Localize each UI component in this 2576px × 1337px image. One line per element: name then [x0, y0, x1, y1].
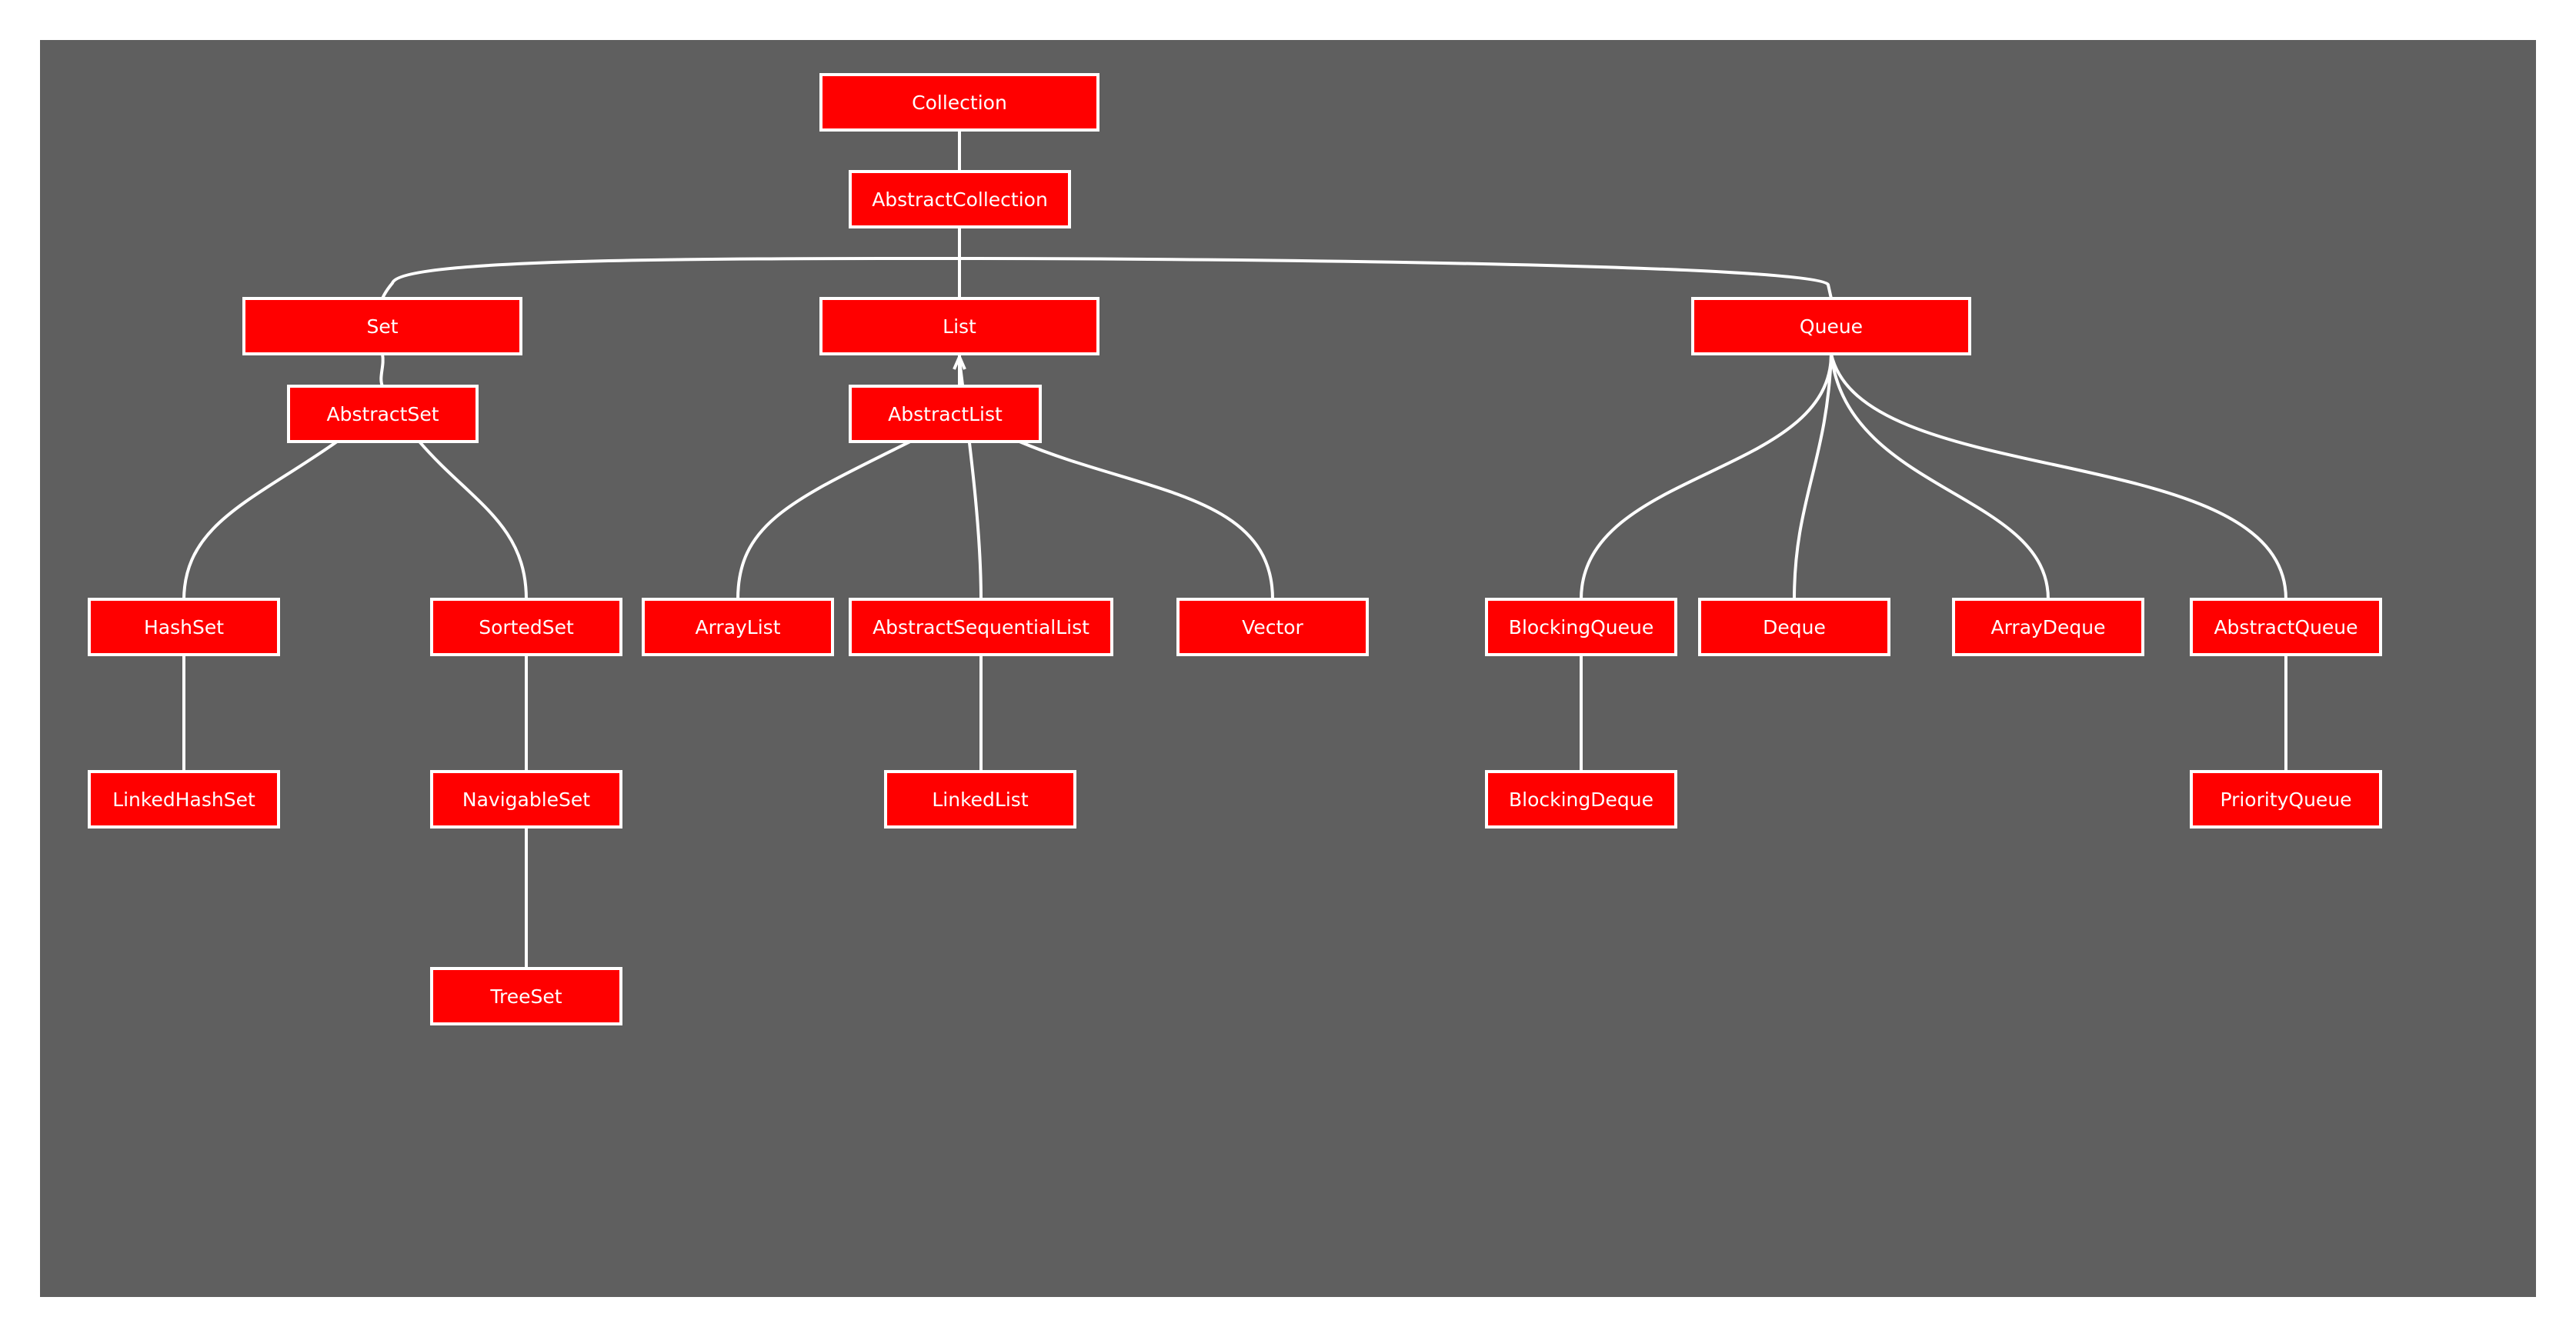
- edge-abstract-collection-to-set: [381, 227, 961, 299]
- node-label-linked-hash-set: LinkedHashSet: [112, 789, 255, 811]
- node-box-abstract-list: [849, 385, 1042, 443]
- node-label-array-list: ArrayList: [695, 616, 780, 638]
- node-label-linked-list: LinkedList: [932, 789, 1028, 811]
- node-vector: Vector: [1176, 598, 1369, 656]
- edge-abstract-set-to-hash-set: [182, 440, 339, 600]
- node-label-tree-set: TreeSet: [489, 985, 562, 1008]
- node-box-blocking-deque: [1485, 770, 1677, 829]
- node-abstract-collection: AbstractCollection: [849, 170, 1071, 228]
- node-box-hash-set: [88, 598, 280, 656]
- node-box-linked-hash-set: [88, 770, 280, 829]
- edge-queue-to-deque: [1793, 353, 1833, 600]
- node-label-sorted-set: SortedSet: [479, 616, 574, 638]
- edge-set-to-abstract-set: [379, 353, 385, 387]
- node-label-collection: Collection: [912, 92, 1007, 114]
- node-label-abstract-collection: AbstractCollection: [872, 188, 1048, 211]
- node-box-set: [242, 297, 522, 355]
- node-label-hash-set: HashSet: [144, 616, 224, 638]
- node-label-vector: Vector: [1242, 616, 1303, 638]
- node-box-abstract-collection: [849, 170, 1071, 228]
- node-box-list: [819, 297, 1099, 355]
- node-label-deque: Deque: [1763, 616, 1826, 638]
- node-label-array-deque: ArrayDeque: [1990, 616, 2105, 638]
- node-label-abstract-list: AbstractList: [888, 403, 1003, 425]
- node-label-list: List: [943, 315, 976, 338]
- node-box-abstract-set: [287, 385, 479, 443]
- node-blocking-queue: BlockingQueue: [1485, 598, 1677, 656]
- node-box-abstract-queue: [2190, 598, 2382, 656]
- node-set: Set: [242, 297, 522, 355]
- node-box-collection: [819, 73, 1099, 132]
- node-abstract-set: AbstractSet: [287, 385, 479, 443]
- node-array-deque: ArrayDeque: [1952, 598, 2144, 656]
- node-label-abstract-sequential-list: AbstractSequentialList: [873, 616, 1089, 638]
- node-deque: Deque: [1698, 598, 1890, 656]
- node-blocking-deque: BlockingDeque: [1485, 770, 1677, 829]
- node-label-abstract-set: AbstractSet: [327, 403, 439, 425]
- node-array-list: ArrayList: [642, 598, 834, 656]
- node-abstract-list: AbstractList: [849, 385, 1042, 443]
- diagram-background: [40, 40, 2536, 1297]
- node-box-navigable-set: [430, 770, 622, 829]
- edges-layer: [182, 130, 2287, 969]
- node-abstract-sequential-list: AbstractSequentialList: [849, 598, 1113, 656]
- node-box-vector: [1176, 598, 1369, 656]
- node-label-navigable-set: NavigableSet: [462, 789, 590, 811]
- node-box-sorted-set: [430, 598, 622, 656]
- node-label-blocking-queue: BlockingQueue: [1509, 616, 1653, 638]
- node-hash-set: HashSet: [88, 598, 280, 656]
- node-list: List: [819, 297, 1099, 355]
- node-box-linked-list: [884, 770, 1076, 829]
- node-label-queue: Queue: [1800, 315, 1863, 338]
- node-tree-set: TreeSet: [430, 967, 622, 1025]
- edge-abstract-set-to-sorted-set: [418, 440, 528, 600]
- node-label-abstract-queue: AbstractQueue: [2214, 616, 2357, 638]
- node-sorted-set: SortedSet: [430, 598, 622, 656]
- node-priority-queue: PriorityQueue: [2190, 770, 2382, 829]
- node-label-set: Set: [366, 315, 398, 338]
- node-box-array-list: [642, 598, 834, 656]
- edge-queue-to-blocking-queue: [1580, 353, 1833, 600]
- node-box-priority-queue: [2190, 770, 2382, 829]
- node-linked-list: LinkedList: [884, 770, 1076, 829]
- node-navigable-set: NavigableSet: [430, 770, 622, 829]
- edge-abstract-collection-to-queue: [959, 257, 1833, 299]
- node-abstract-queue: AbstractQueue: [2190, 598, 2382, 656]
- node-box-abstract-sequential-list: [849, 598, 1113, 656]
- node-label-blocking-deque: BlockingDeque: [1509, 789, 1653, 811]
- edge-queue-to-abstract-queue: [1830, 353, 2287, 600]
- edge-arrowhead-list: [953, 353, 966, 370]
- node-collection: Collection: [819, 73, 1099, 132]
- node-box-blocking-queue: [1485, 598, 1677, 656]
- node-box-queue: [1691, 297, 1971, 355]
- node-box-tree-set: [430, 967, 622, 1025]
- node-linked-hash-set: LinkedHashSet: [88, 770, 280, 829]
- edge-abstract-list-to-vector: [1019, 440, 1274, 600]
- node-label-priority-queue: PriorityQueue: [2220, 789, 2351, 811]
- node-box-deque: [1698, 598, 1890, 656]
- edge-abstract-list-to-array-list: [736, 440, 911, 600]
- node-box-array-deque: [1952, 598, 2144, 656]
- node-queue: Queue: [1691, 297, 1971, 355]
- edge-queue-to-array-deque: [1830, 353, 2050, 600]
